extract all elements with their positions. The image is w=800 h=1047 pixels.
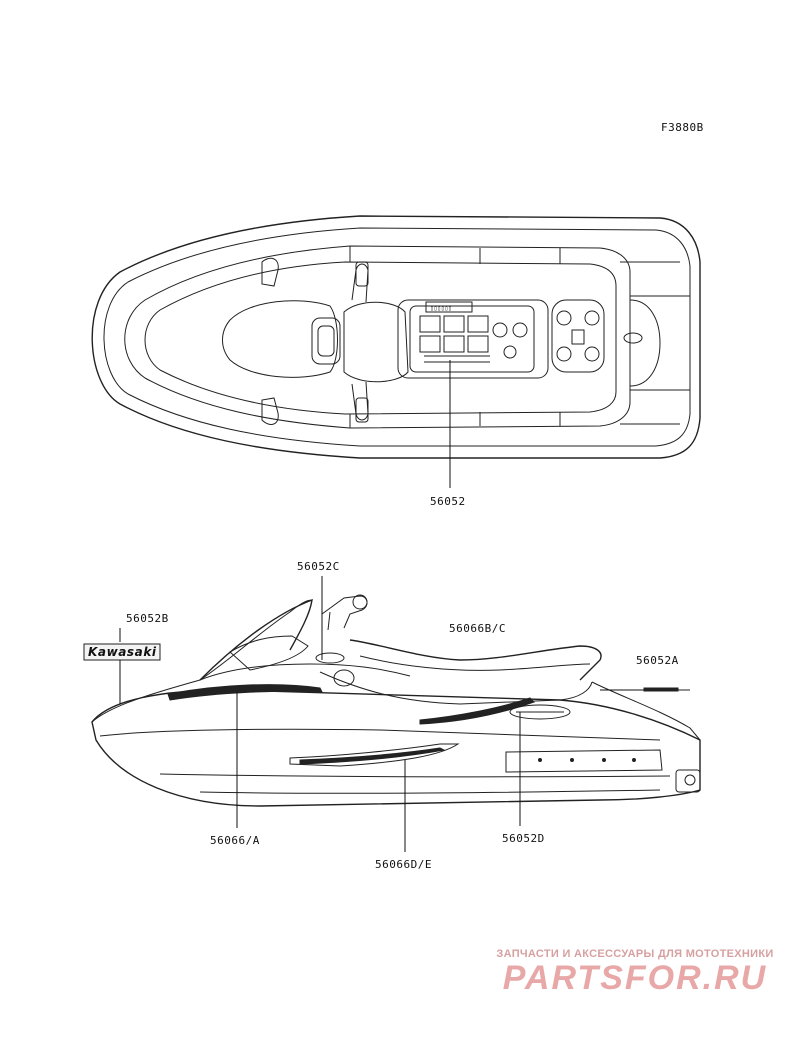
label-56052B: 56052B <box>126 612 169 625</box>
watermark-subtitle: ЗАПЧАСТИ И АКСЕССУАРЫ ДЛЯ МОТОТЕХНИКИ <box>496 948 774 960</box>
svg-text:▯▯▯▯▯▯: ▯▯▯▯▯▯ <box>430 305 452 312</box>
label-56052C: 56052C <box>297 560 340 573</box>
side-view-watercraft <box>83 594 701 807</box>
label-56066BC: 56066B/C <box>449 622 506 635</box>
figure-code: F3880B <box>661 121 704 134</box>
kawasaki-decal <box>83 643 161 661</box>
label-56052A: 56052A <box>636 654 679 667</box>
top-view-watercraft: ▯▯▯▯▯▯ <box>91 215 701 459</box>
watermark: ЗАПЧАСТИ И АКСЕССУАРЫ ДЛЯ МОТОТЕХНИКИ PA… <box>480 948 790 996</box>
label-56066A: 56066/A <box>210 834 260 847</box>
label-56066DE: 56066D/E <box>375 858 432 871</box>
label-56052D: 56052D <box>502 832 545 845</box>
label-56052: 56052 <box>430 495 466 508</box>
kawasaki-decal-text: Kawasaki <box>88 645 157 659</box>
watermark-brand: PARTSFOR.RU <box>502 959 768 997</box>
